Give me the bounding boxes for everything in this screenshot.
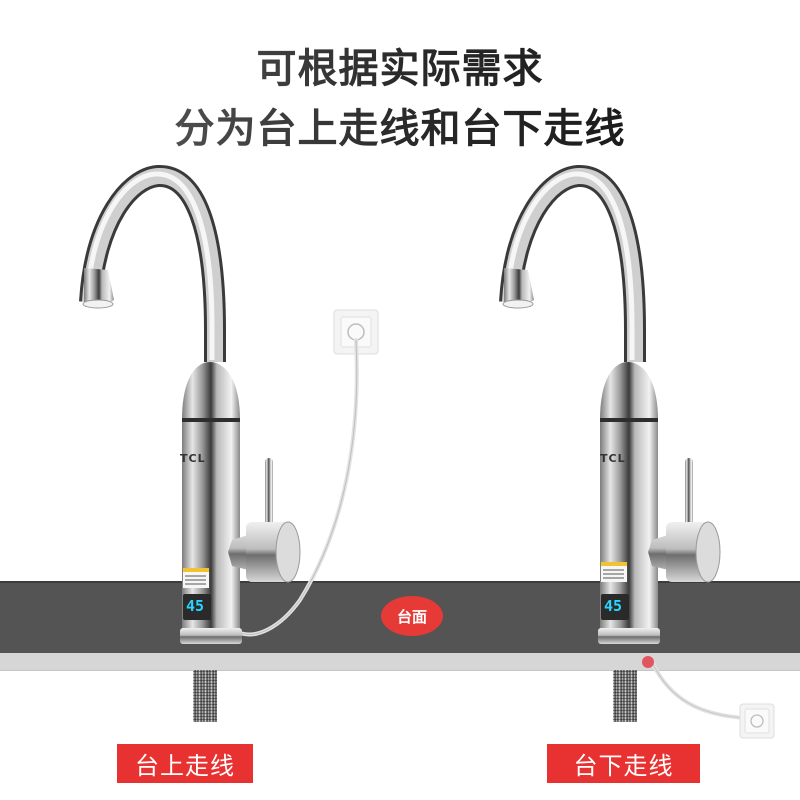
brand-logo-right: TCL <box>600 452 626 465</box>
above-counter-wiring-label: 台上走线 <box>117 744 253 783</box>
headline-line-1: 可根据实际需求 <box>0 36 800 94</box>
faucet-left <box>79 165 301 722</box>
brand-logo-left: TCL <box>180 452 206 465</box>
countertop-badge: 台面 <box>381 596 443 636</box>
temperature-display-right: 45 <box>604 597 623 615</box>
cable-entry-point-marker <box>642 656 654 668</box>
wall-socket-icon-left <box>333 309 379 355</box>
below-counter-wiring-label: 台下走线 <box>547 744 700 783</box>
wall-socket-icon-right <box>739 703 775 739</box>
countertop-edge <box>0 653 800 671</box>
temperature-display-left: 45 <box>186 597 205 615</box>
headline-line-2: 分为台上走线和台下走线 <box>0 96 800 154</box>
faucet-right <box>499 165 721 722</box>
